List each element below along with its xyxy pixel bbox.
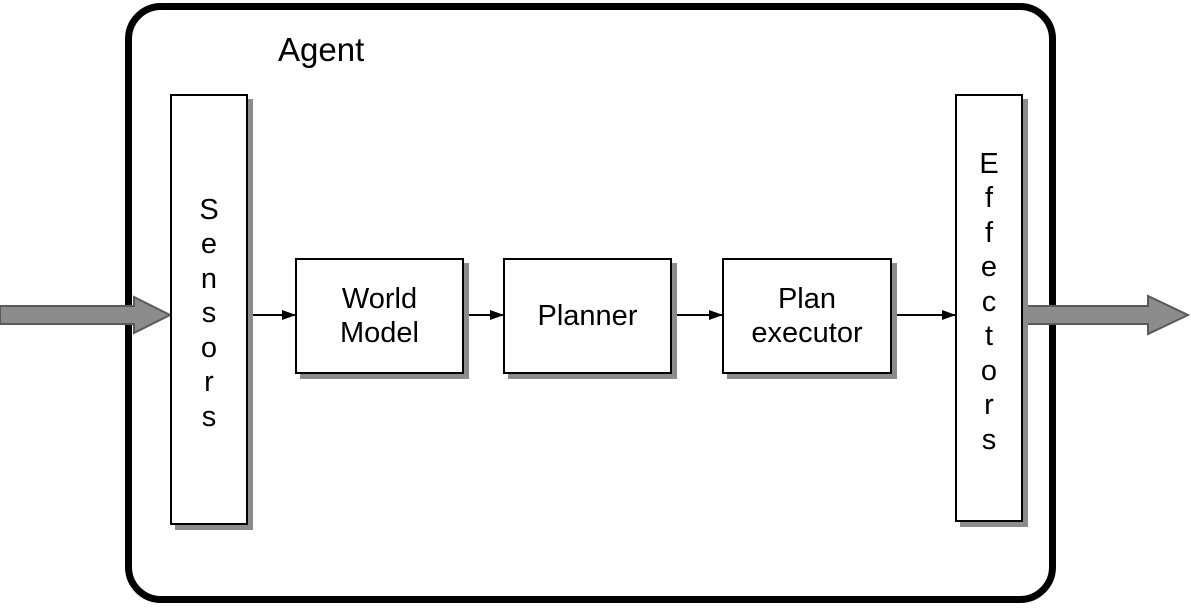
sensors-box: S e n s o r s: [170, 94, 248, 525]
planner-box: Planner: [503, 258, 672, 374]
effectors-label: E f f e c t o r s: [979, 147, 999, 456]
effectors-box: E f f e c t o r s: [955, 94, 1023, 522]
output-arrow: [1022, 294, 1191, 336]
input-arrow: [0, 295, 173, 335]
world-model-box: World Model: [295, 258, 464, 374]
plan-executor-box: Plan executor: [722, 258, 892, 374]
planner-label: Planner: [537, 300, 638, 332]
world-model-label: World Model: [340, 283, 419, 349]
sensors-label: S e n s o r s: [199, 193, 219, 433]
plan-executor-label: Plan executor: [751, 283, 863, 349]
agent-title: Agent: [278, 31, 365, 68]
